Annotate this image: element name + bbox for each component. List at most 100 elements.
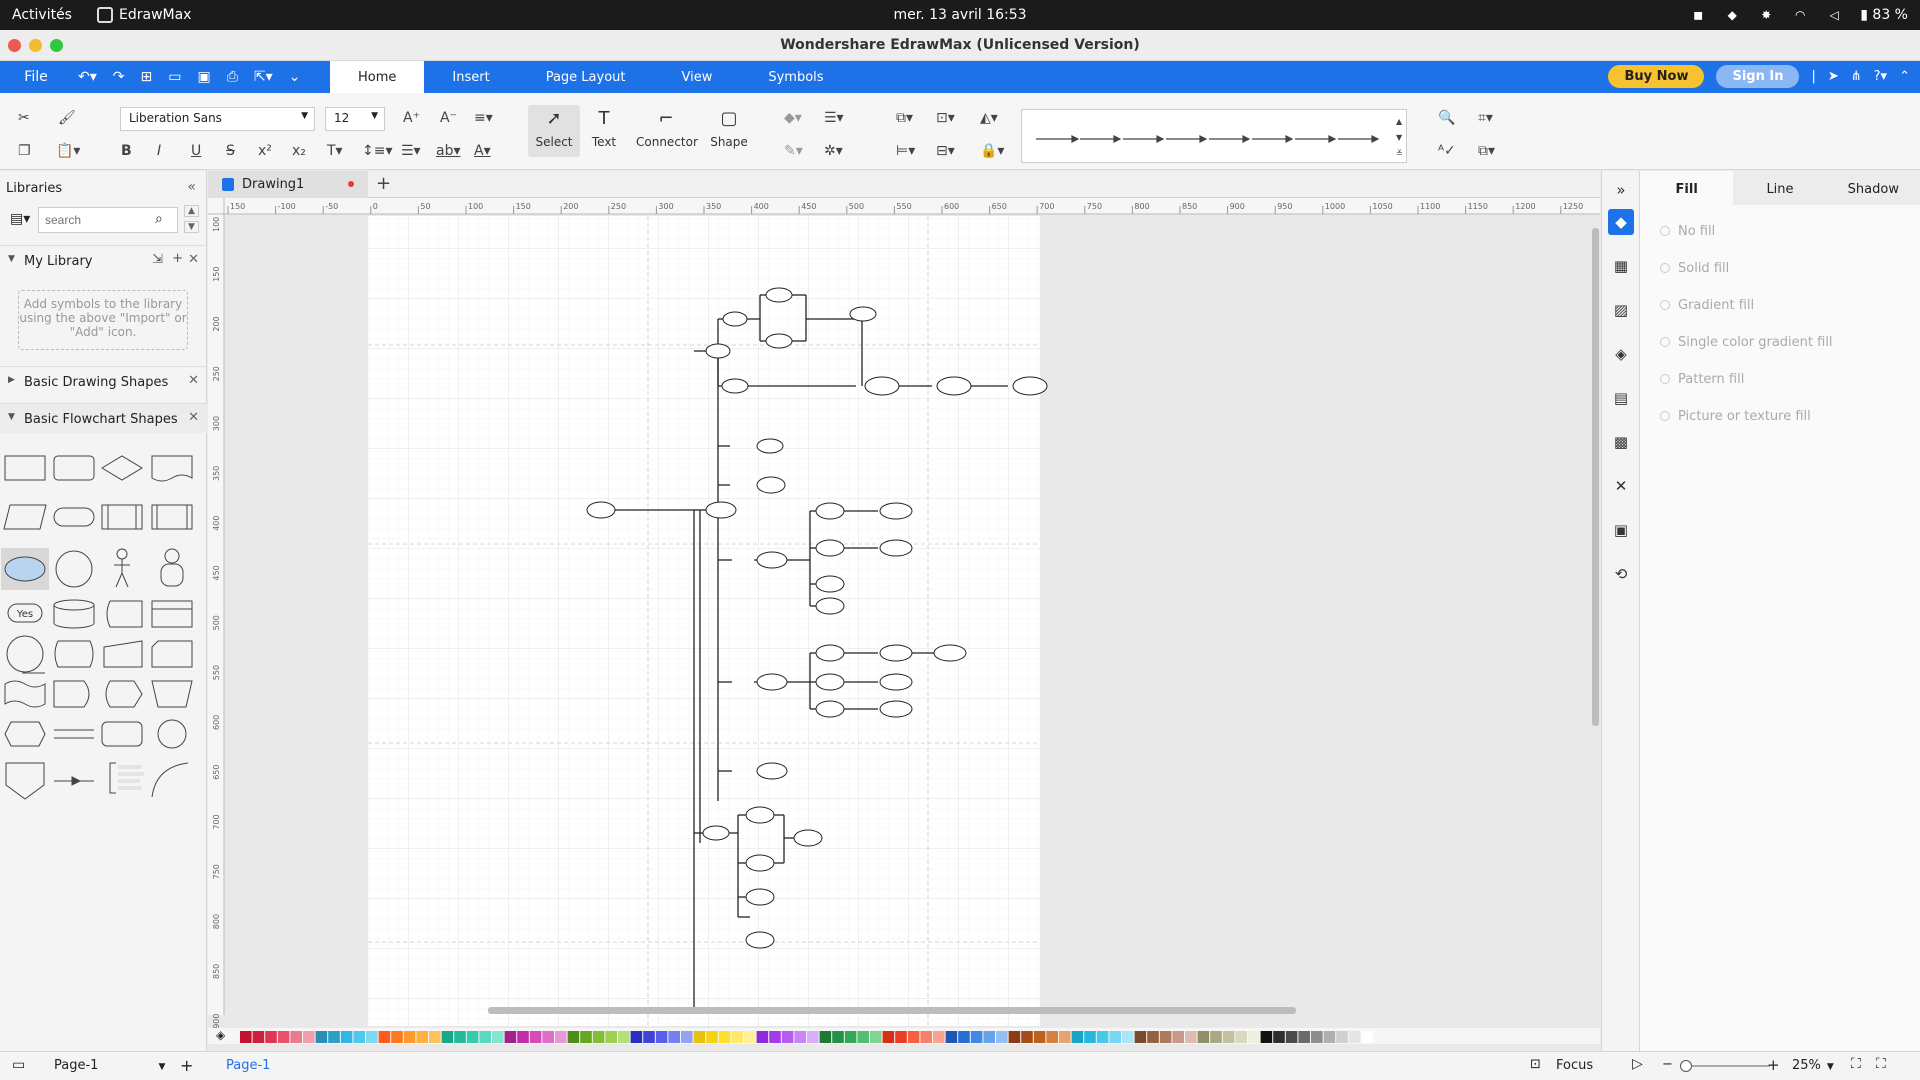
predefined-process-shape[interactable] bbox=[101, 504, 143, 530]
align-objects-icon[interactable]: ⊨▾ bbox=[896, 143, 916, 159]
horizontal-scrollbar[interactable] bbox=[488, 1007, 1296, 1014]
lock-icon[interactable]: 🔒▾ bbox=[980, 143, 1005, 159]
color-swatch[interactable] bbox=[744, 1031, 756, 1043]
shape-tool[interactable]: ▢Shape bbox=[703, 105, 755, 157]
color-swatch[interactable] bbox=[1323, 1031, 1336, 1043]
sequential-data-shape[interactable] bbox=[54, 640, 94, 668]
diagram-node[interactable] bbox=[936, 376, 972, 396]
focus-icon[interactable]: ⊡ bbox=[1530, 1057, 1541, 1072]
diagram-node[interactable] bbox=[705, 343, 731, 359]
highlight-icon[interactable]: ab▾ bbox=[436, 143, 461, 159]
alternate-process-shape[interactable] bbox=[101, 721, 143, 747]
layers-icon[interactable]: ◈ bbox=[1615, 345, 1627, 363]
color-swatch[interactable] bbox=[592, 1031, 605, 1043]
subscript-icon[interactable]: x₂ bbox=[292, 143, 306, 159]
add-page-icon[interactable]: + bbox=[180, 1056, 194, 1075]
color-swatch[interactable] bbox=[1260, 1031, 1273, 1043]
cut-icon[interactable]: ✂ bbox=[18, 110, 30, 126]
increase-font-icon[interactable]: A⁺ bbox=[403, 110, 420, 126]
color-swatch[interactable] bbox=[1084, 1031, 1096, 1043]
diagram-node[interactable] bbox=[793, 829, 823, 847]
color-swatch[interactable] bbox=[454, 1031, 466, 1043]
diagram-node[interactable] bbox=[815, 597, 845, 615]
color-swatch[interactable] bbox=[970, 1031, 983, 1043]
color-swatch[interactable] bbox=[807, 1031, 819, 1043]
group-icon[interactable]: ⊡▾ bbox=[936, 110, 955, 126]
data-shape[interactable] bbox=[3, 504, 47, 530]
zoom-level[interactable]: 25%▼ bbox=[1792, 1058, 1834, 1073]
library-search-input[interactable] bbox=[38, 207, 178, 233]
page-tab[interactable]: Page-1 bbox=[226, 1058, 271, 1073]
fill-option-pattern[interactable]: Pattern fill bbox=[1660, 372, 1744, 387]
yes-terminator-shape[interactable] bbox=[7, 603, 43, 623]
bold-icon[interactable]: B bbox=[121, 143, 132, 159]
manual-input-shape[interactable] bbox=[103, 640, 143, 668]
focus-button[interactable]: Focus bbox=[1556, 1058, 1594, 1073]
color-swatch[interactable] bbox=[844, 1031, 857, 1043]
tab-line[interactable]: Line bbox=[1733, 171, 1827, 205]
font-color-icon[interactable]: A▾ bbox=[474, 143, 491, 159]
color-swatch[interactable] bbox=[794, 1031, 806, 1043]
data-icon[interactable]: ▩ bbox=[1613, 433, 1629, 451]
diagram-node[interactable] bbox=[756, 551, 788, 569]
paste-icon[interactable]: 📋▾ bbox=[56, 143, 81, 159]
diagram-node[interactable] bbox=[586, 501, 616, 519]
wifi-icon[interactable]: ◠ bbox=[1795, 8, 1806, 22]
discord-icon[interactable]: ◼ bbox=[1693, 8, 1704, 22]
color-swatch[interactable] bbox=[1311, 1031, 1323, 1043]
tab-fill[interactable]: Fill bbox=[1640, 171, 1734, 205]
connector-tool[interactable]: ⌐Connector bbox=[636, 105, 698, 157]
presentation-icon[interactable]: ▣ bbox=[1613, 521, 1629, 539]
add-icon[interactable]: + bbox=[172, 251, 183, 266]
close-window-button[interactable] bbox=[8, 39, 21, 52]
tab-view[interactable]: View bbox=[681, 69, 713, 85]
fit-page-icon[interactable]: ⛶ bbox=[1851, 1056, 1861, 1072]
color-swatch[interactable] bbox=[1298, 1031, 1310, 1043]
format-painter-icon[interactable]: 🖌 bbox=[58, 110, 76, 126]
color-swatch[interactable] bbox=[895, 1031, 907, 1043]
color-swatch[interactable] bbox=[504, 1031, 517, 1043]
scroll-down-icon[interactable]: ▼ bbox=[184, 221, 199, 233]
color-swatch[interactable] bbox=[479, 1031, 491, 1043]
color-swatch[interactable] bbox=[366, 1031, 378, 1043]
close-icon[interactable]: ✕ bbox=[188, 252, 199, 267]
color-swatch[interactable] bbox=[1210, 1031, 1222, 1043]
font-family-select[interactable]: Liberation Sans▼ bbox=[120, 107, 315, 131]
display-shape[interactable] bbox=[105, 680, 143, 708]
color-swatch[interactable] bbox=[857, 1031, 869, 1043]
color-swatch[interactable] bbox=[1046, 1031, 1058, 1043]
color-swatch[interactable] bbox=[542, 1031, 554, 1043]
activities-button[interactable]: Activités bbox=[12, 7, 72, 23]
fill-option-no-fill[interactable]: No fill bbox=[1660, 224, 1715, 239]
arc-shape[interactable] bbox=[151, 762, 189, 798]
diagram-node[interactable] bbox=[879, 502, 913, 520]
save-icon[interactable]: ▣ bbox=[197, 69, 211, 85]
color-swatch[interactable] bbox=[655, 1031, 668, 1043]
tab-shadow[interactable]: Shadow bbox=[1826, 171, 1920, 205]
preparation-shape[interactable] bbox=[4, 721, 46, 747]
connector-style-gallery[interactable]: ▲ ▼ ≚ bbox=[1021, 109, 1407, 163]
color-swatch[interactable] bbox=[466, 1031, 479, 1043]
color-swatch[interactable] bbox=[958, 1031, 970, 1043]
diagram-node[interactable] bbox=[745, 806, 775, 824]
color-swatch[interactable] bbox=[756, 1031, 769, 1043]
tab-page-layout[interactable]: Page Layout bbox=[545, 69, 626, 85]
collapse-panel-icon[interactable]: « bbox=[187, 179, 196, 195]
zoom-slider[interactable] bbox=[1680, 1065, 1770, 1067]
spell-check-icon[interactable]: ᴬ✓ bbox=[1438, 143, 1456, 159]
distribute-icon[interactable]: ⊟▾ bbox=[936, 143, 955, 159]
diagram-node[interactable] bbox=[756, 438, 784, 454]
page-select[interactable]: Page-1▼ bbox=[54, 1058, 165, 1073]
diagram-node[interactable] bbox=[745, 854, 775, 872]
color-swatch[interactable] bbox=[1096, 1031, 1109, 1043]
line-style-icon[interactable]: ☰▾ bbox=[824, 110, 844, 126]
color-swatch[interactable] bbox=[1172, 1031, 1184, 1043]
diagram-node[interactable] bbox=[815, 502, 845, 520]
color-swatch[interactable] bbox=[1197, 1031, 1210, 1043]
flip-icon[interactable]: ◭▾ bbox=[980, 110, 998, 126]
delay-shape[interactable] bbox=[53, 680, 90, 708]
fill-bucket-icon[interactable]: ◈ bbox=[216, 1028, 226, 1042]
color-swatches[interactable] bbox=[240, 1028, 1620, 1044]
